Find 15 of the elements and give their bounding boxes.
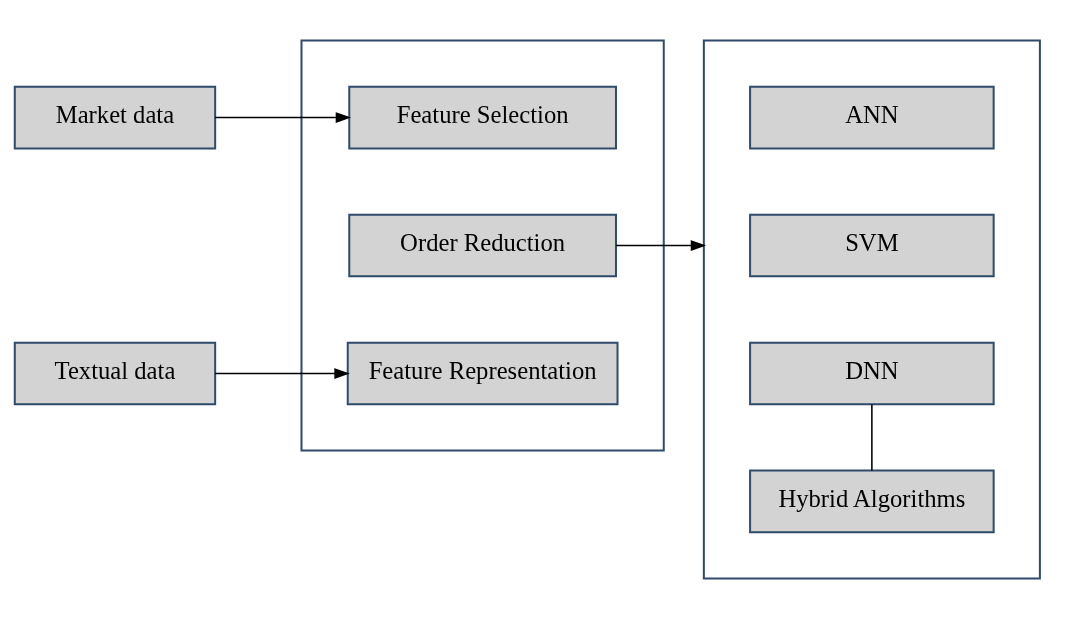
- arrow: [615, 239, 707, 251]
- node-box: ANN: [749, 85, 995, 149]
- cluster: [702, 39, 1041, 579]
- arrow: [214, 367, 350, 379]
- node-box: DNN: [749, 341, 995, 405]
- connector: [871, 403, 873, 471]
- arrow: [214, 111, 352, 123]
- node-box: Feature Selection: [348, 85, 617, 149]
- node-box: Hybrid Algorithms: [749, 469, 995, 533]
- node-box: Textual data: [13, 341, 217, 405]
- node-box: SVM: [749, 213, 995, 277]
- cluster: [300, 39, 665, 452]
- node-box: Feature Representation: [346, 341, 619, 405]
- node-box: Order Reduction: [348, 213, 617, 277]
- node-box: Market data: [13, 85, 217, 149]
